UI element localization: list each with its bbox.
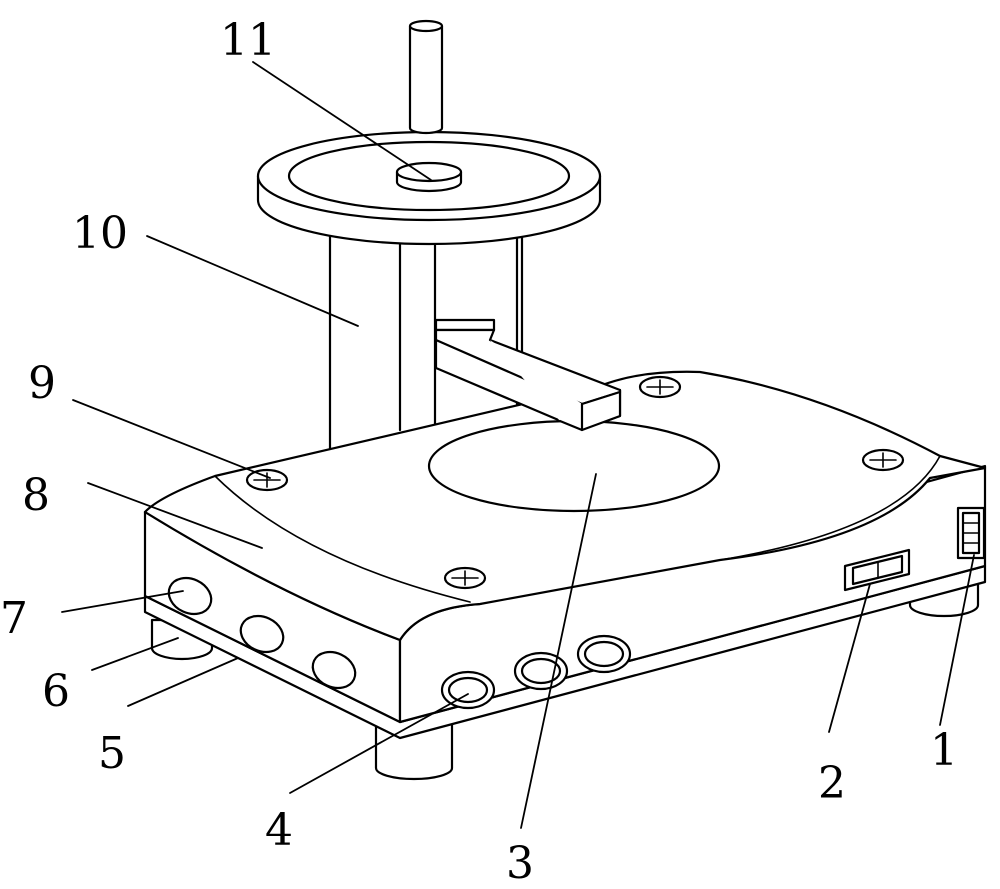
label-1: 1: [930, 725, 958, 776]
switch: [843, 548, 911, 592]
arm-bar-end: [490, 340, 622, 432]
label-11: 11: [220, 15, 276, 66]
label-8: 8: [22, 470, 50, 521]
label-9: 9: [28, 358, 56, 409]
leader-lines: [61, 61, 975, 829]
label-5: 5: [98, 728, 126, 779]
indicator-panel: [956, 506, 986, 560]
screw-right: [861, 448, 905, 472]
reference-numerals: 1 2 3 4 5 6 7 8 9 10 11: [0, 15, 958, 889]
screw-front: [443, 566, 487, 590]
label-4: 4: [265, 805, 293, 856]
screw-left: [245, 468, 289, 492]
label-2: 2: [818, 758, 846, 809]
hub: [395, 161, 463, 193]
label-10: 10: [72, 208, 128, 259]
screw-back: [638, 375, 682, 399]
side-holes: [167, 576, 357, 690]
label-7: 7: [0, 593, 28, 644]
label-3: 3: [506, 838, 534, 889]
top-shaft: [408, 19, 444, 135]
front-ports: [440, 634, 632, 710]
top-disc: [427, 419, 721, 513]
label-6: 6: [42, 666, 70, 717]
